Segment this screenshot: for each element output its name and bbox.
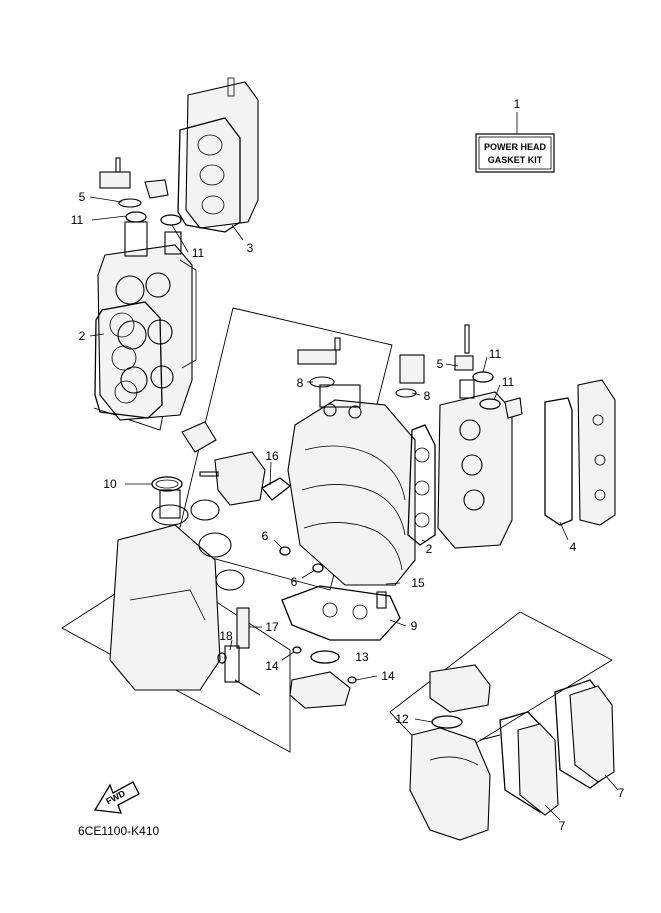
cylinder-block: [287, 384, 416, 586]
gasket-16: [260, 477, 292, 501]
diagram-code: 6CE1100-K410: [78, 824, 159, 838]
oil-pump: [289, 646, 357, 709]
o-rings-6: [279, 546, 324, 573]
callout-2-right: 2: [426, 542, 433, 556]
kit-label-line1: POWER HEAD: [484, 142, 547, 152]
callout-5-right: 5: [437, 357, 444, 371]
callout-11-upper-left: 11: [71, 213, 84, 227]
right-small-parts: [454, 324, 523, 419]
callout-14-right: 14: [381, 669, 395, 683]
oil-pan-gasket: [281, 585, 401, 641]
leader-lines: [89, 112, 619, 821]
right-head-cover: [544, 379, 616, 526]
callout-7-right: 7: [618, 786, 625, 800]
callout-1: 1: [514, 97, 521, 111]
callout-10: 10: [103, 477, 117, 491]
left-cylinder-head: [97, 221, 197, 421]
callout-8-left: 8: [297, 376, 304, 390]
callout-8-right: 8: [424, 389, 431, 403]
callout-15: 15: [411, 576, 425, 590]
block-thermostat-parts: [297, 337, 425, 398]
callout-18: 18: [219, 629, 233, 643]
gasket-kit-label: POWER HEAD GASKET KIT: [475, 133, 555, 173]
callout-6-upper: 6: [262, 529, 269, 543]
callout-6-lower: 6: [291, 575, 298, 589]
left-head-cover: [177, 77, 259, 233]
dowel-15: [376, 591, 387, 609]
oil-filter: [181, 421, 266, 506]
right-head-gasket: [407, 424, 436, 546]
oil-pickup: [217, 607, 261, 696]
callout-4: 4: [570, 540, 577, 554]
callout-5-left: 5: [79, 190, 86, 204]
callout-11-mid-left: 11: [192, 246, 205, 260]
callout-13: 13: [355, 650, 369, 664]
callout-numbers: 1 2 2 3 4 5 5 6 6 7 7 8 8 9 10 11 11 11 …: [71, 97, 625, 833]
callout-12: 12: [395, 712, 409, 726]
callout-3: 3: [247, 241, 254, 255]
exhaust-covers-7: [479, 679, 615, 816]
crankcase-assembly: [109, 489, 245, 691]
right-cylinder-head: [437, 379, 513, 549]
fwd-arrow: FWD: [93, 781, 140, 814]
callout-14-left: 14: [265, 659, 279, 673]
callout-2-left: 2: [79, 329, 86, 343]
kit-label-line2: GASKET KIT: [488, 155, 543, 165]
exhaust-assembly: [409, 664, 491, 841]
callout-17: 17: [265, 620, 279, 634]
callout-16: 16: [265, 449, 279, 463]
left-head-gasket: [94, 301, 163, 419]
left-small-parts: [99, 157, 182, 226]
callout-11-right-lower: 11: [502, 375, 515, 389]
seal-ring-10: [151, 476, 183, 492]
callout-9: 9: [411, 619, 418, 633]
frame-cylinder-block: [174, 307, 393, 591]
callout-7-left: 7: [559, 819, 566, 833]
callout-11-right-upper: 11: [489, 347, 502, 361]
